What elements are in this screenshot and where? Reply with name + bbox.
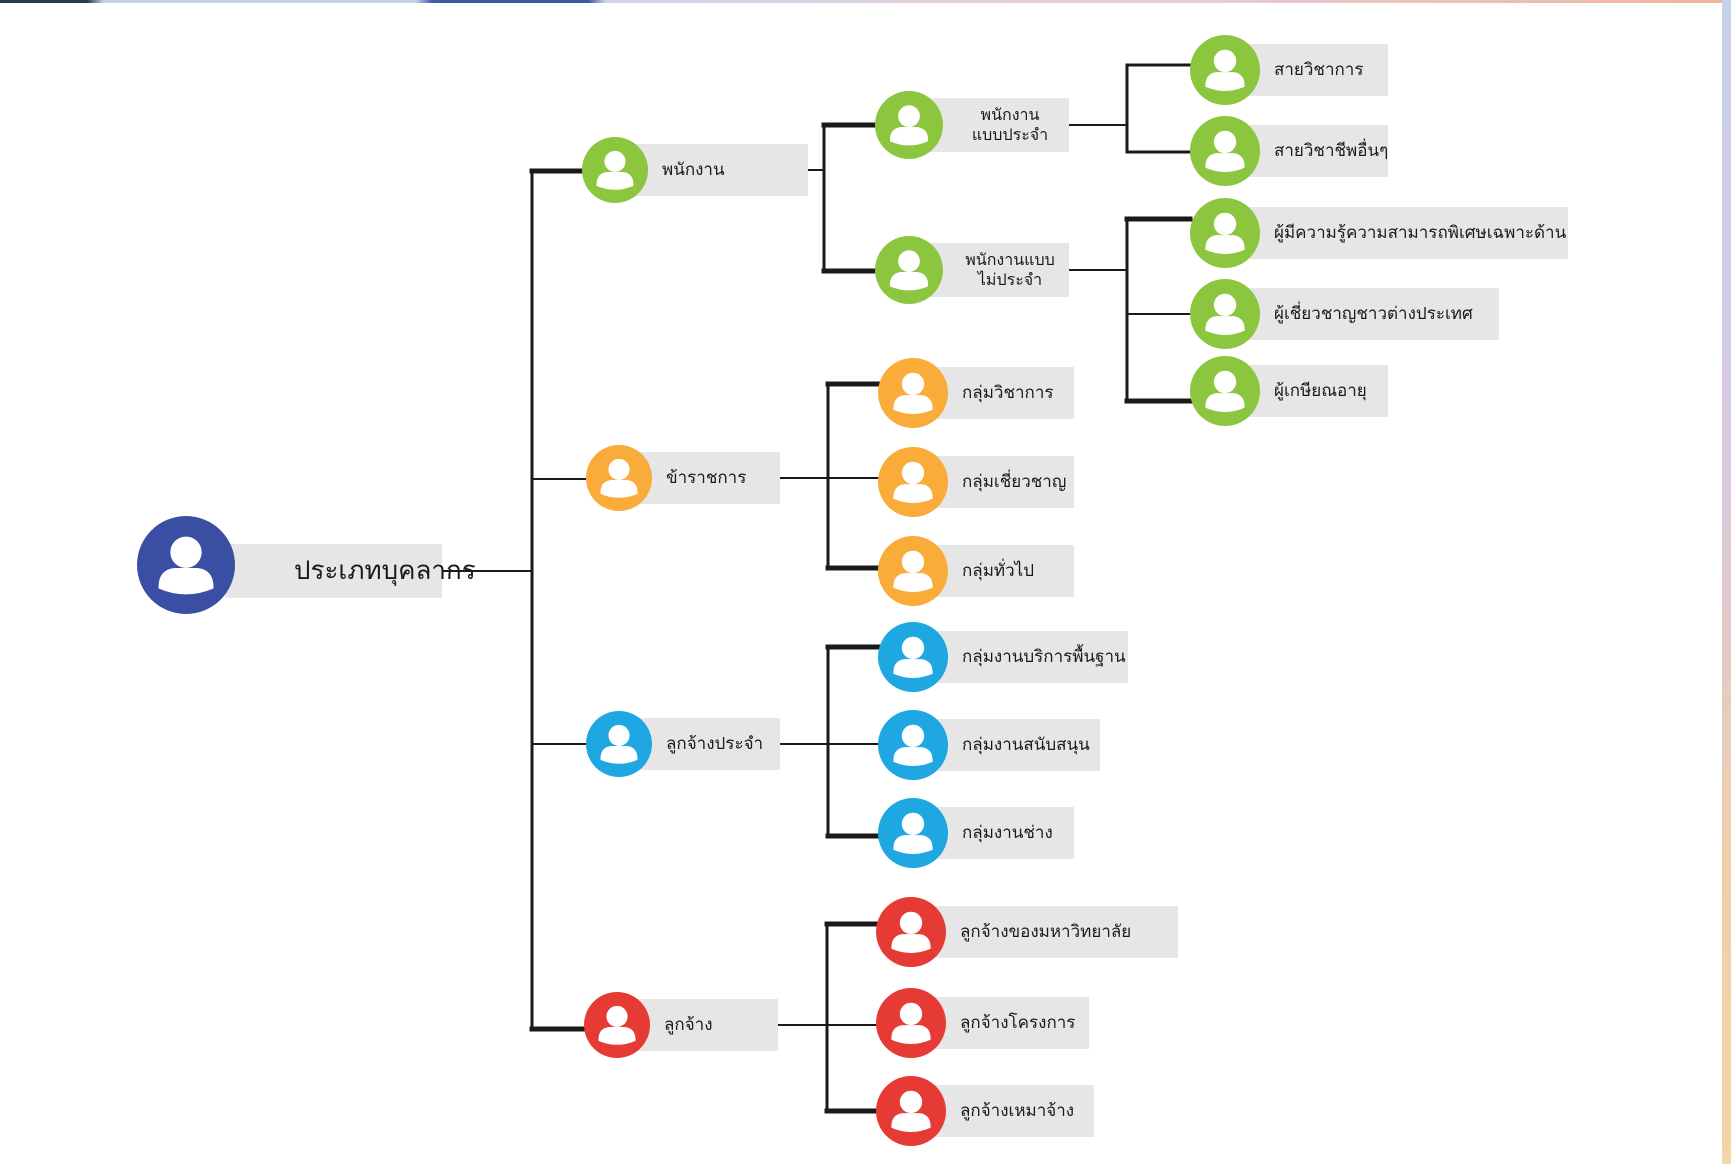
node-foreign-expert-label: ผู้เชี่ยวชาญชาวต่างประเทศ [1274,304,1473,324]
person-icon [1190,356,1260,426]
person-icon [878,710,948,780]
person-icon [878,358,948,428]
person-icon [137,516,235,614]
person-icon [1190,279,1260,349]
node-employee-label: พนักงาน [662,160,725,180]
person-icon [1190,198,1260,268]
root-node-label: ประเภทบุคลากร [294,556,476,586]
person-icon [586,711,652,777]
node-academic-track-label: สายวิชาการ [1274,60,1364,80]
node-employee-permanent-label: พนักงาน แบบประจำ [971,105,1049,144]
node-university-worker-label: ลูกจ้างของมหาวิทยาลัย [960,922,1132,942]
node-project-worker-label: ลูกจ้างโครงการ [960,1013,1076,1033]
person-icon [878,447,948,517]
node-worker-label: ลูกจ้าง [664,1015,713,1035]
node-general-group-label: กลุ่มทั่วไป [962,561,1035,581]
node-retiree-label: ผู้เกษียณอายุ [1274,381,1367,401]
top-gradient-strip [0,0,1731,3]
person-icon [582,137,648,203]
node-technician-group-label: กลุ่มงานช่าง [962,823,1053,843]
node-other-professional-track-label: สายวิชาชีพอื่นๆ [1274,141,1389,161]
person-icon [876,1076,946,1146]
node-basic-service-group-box: กลุ่มงานบริการพื้นฐาน [913,631,1128,683]
root-node-box: ประเภทบุคลากร [225,544,476,598]
person-icon [878,798,948,868]
node-expert-group-label: กลุ่มเชี่ยวชาญ [962,472,1067,492]
node-university-worker-box: ลูกจ้างของมหาวิทยาลัย [911,906,1178,958]
person-icon [586,445,652,511]
person-icon [584,992,650,1058]
person-icon [878,536,948,606]
person-icon [875,91,943,159]
person-icon [876,988,946,1058]
person-icon [1190,35,1260,105]
person-icon [876,897,946,967]
node-special-expert-label: ผู้มีความรู้ความสามารถพิเศษเฉพาะด้าน [1274,223,1567,243]
person-icon [875,236,943,304]
person-icon [878,622,948,692]
node-foreign-expert-box: ผู้เชี่ยวชาญชาวต่างประเทศ [1225,288,1499,340]
node-contract-worker-label: ลูกจ้างเหมาจ้าง [960,1101,1075,1121]
right-edge-strip [1722,0,1731,1164]
node-special-expert-box: ผู้มีความรู้ความสามารถพิเศษเฉพาะด้าน [1225,207,1568,259]
node-civil-servant-label: ข้าราชการ [666,468,747,488]
person-icon [1190,116,1260,186]
node-support-group-label: กลุ่มงานสนับสนุน [962,735,1090,755]
node-employee-non-permanent-label: พนักงานแบบ ไม่ประจำ [965,250,1055,289]
node-basic-service-group-label: กลุ่มงานบริการพื้นฐาน [962,647,1126,667]
node-permanent-worker-label: ลูกจ้างประจำ [666,734,764,754]
node-academic-group-label: กลุ่มวิชาการ [962,383,1054,403]
